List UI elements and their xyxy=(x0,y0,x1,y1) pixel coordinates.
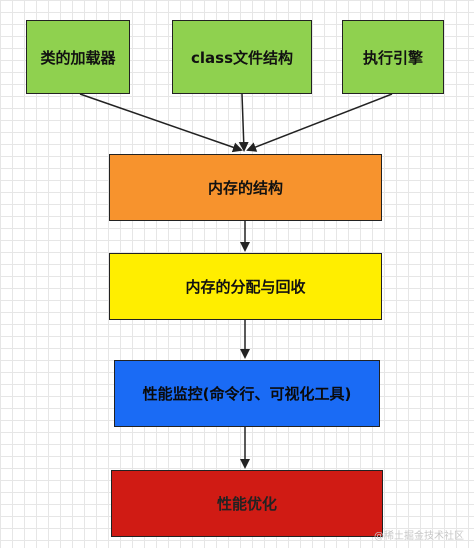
node-class-loader: 类的加载器 xyxy=(26,20,130,94)
node-performance-tuning: 性能优化 xyxy=(111,470,383,537)
node-performance-tuning-label: 性能优化 xyxy=(216,495,277,513)
node-performance-monitoring: 性能监控(命令行、可视化工具) xyxy=(114,360,380,427)
arrow-engine-to-memory-structure xyxy=(246,93,393,152)
node-class-loader-label: 类的加载器 xyxy=(40,48,116,67)
node-memory-allocation-gc: 内存的分配与回收 xyxy=(109,253,382,320)
node-memory-structure-label: 内存的结构 xyxy=(207,179,283,197)
node-performance-monitoring-label: 性能监控(命令行、可视化工具) xyxy=(142,385,352,403)
node-class-file-structure-label: class文件结构 xyxy=(190,48,293,67)
watermark: @稀土掘金技术社区 xyxy=(374,531,464,542)
node-class-file-structure: class文件结构 xyxy=(172,20,312,94)
arrow-class-file-to-memory-structure xyxy=(238,93,249,152)
node-memory-allocation-gc-label: 内存的分配与回收 xyxy=(185,278,306,296)
arrow-class-loader-to-memory-structure xyxy=(79,93,243,153)
node-execution-engine-label: 执行引擎 xyxy=(362,48,423,67)
node-memory-structure: 内存的结构 xyxy=(109,154,382,221)
node-execution-engine: 执行引擎 xyxy=(342,20,444,94)
